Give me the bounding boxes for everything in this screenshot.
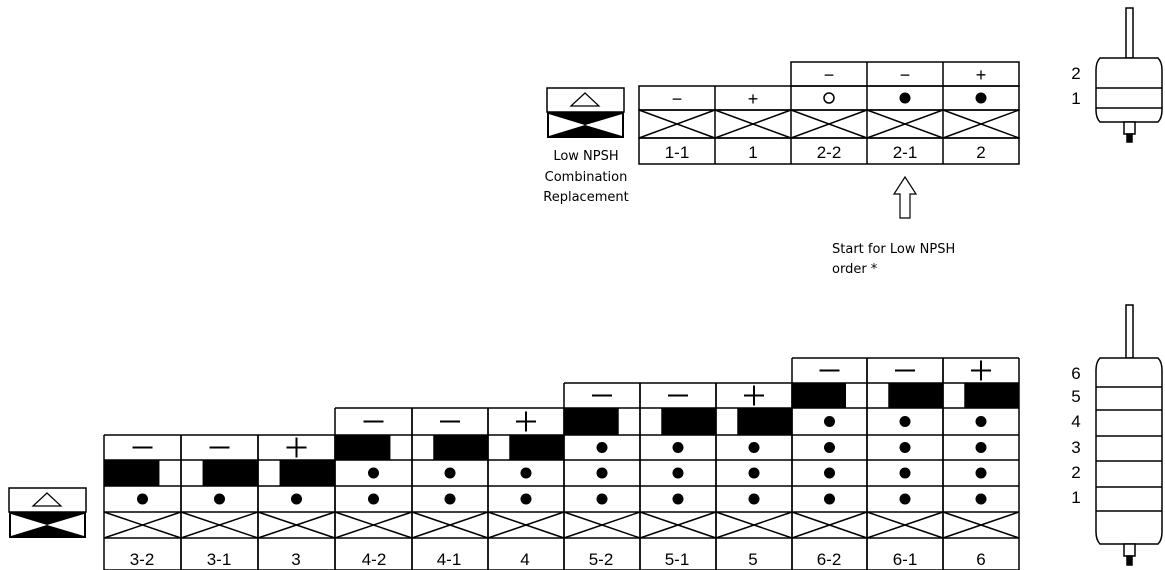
bottom-label-4: 4-2 [362, 550, 387, 569]
stage-dot [748, 467, 760, 479]
top-table [638, 61, 1020, 165]
pump-icon-top [1095, 7, 1163, 143]
black-bar [104, 460, 160, 486]
top-sign-col3: − [824, 65, 835, 85]
stage-dot [368, 467, 379, 479]
stage-dot [975, 493, 987, 505]
stage-dot [137, 493, 148, 505]
bottom-table [103, 357, 1020, 570]
stage-dot [899, 467, 911, 479]
top-stage-2: 2 [1071, 64, 1080, 83]
legend-caption-line-3: Replacement [543, 190, 628, 205]
top-label-col2: 1 [748, 143, 757, 162]
stage-dot [748, 493, 760, 505]
bottom-label-5: 4-1 [437, 550, 462, 569]
top-row1-col3-open-dot [823, 92, 835, 104]
bottom-stage-3: 3 [1071, 438, 1080, 457]
bottom-label-1: 3-2 [130, 550, 155, 569]
stage-dot [672, 442, 684, 453]
stage-dot [975, 442, 987, 453]
stage-dot [672, 493, 684, 505]
stage-dot [748, 442, 760, 453]
bottom-label-3: 3 [291, 550, 300, 569]
top-label-col1: 1-1 [665, 143, 690, 162]
stage-dot [899, 493, 911, 505]
bottom-stage-4: 4 [1071, 412, 1080, 431]
top-row1-col2-sign: + [748, 89, 759, 109]
bottom-label-7: 5-2 [589, 550, 614, 569]
black-bar [792, 383, 846, 408]
stage-dot [672, 467, 684, 479]
bottom-label-10: 6-2 [817, 550, 842, 569]
bottom-label-9: 5 [748, 550, 757, 569]
stage-dot [899, 442, 911, 453]
start-note-line-1: Start for Low NPSH [832, 242, 955, 257]
top-label-col3: 2-2 [817, 143, 842, 162]
bottom-labels: 3-2 3-1 3 4-2 4-1 4 5-2 5-1 5 6-2 6-1 6 [130, 550, 986, 569]
bottom-label-12: 6 [976, 550, 985, 569]
stage-dot [214, 493, 225, 505]
stage-dot [824, 442, 835, 453]
start-arrow-icon [892, 175, 918, 219]
stage-dot [368, 493, 379, 505]
stage-dot [444, 467, 456, 479]
top-label-col4: 2-1 [893, 143, 918, 162]
black-bar [202, 460, 258, 486]
bottom-stage-2: 2 [1071, 463, 1080, 482]
stage-dot [824, 493, 835, 505]
black-bar [509, 435, 564, 460]
top-row1-col4-dot [899, 92, 911, 104]
black-bar [964, 383, 1019, 408]
stage-dot [975, 416, 987, 427]
stage-dot [596, 467, 608, 479]
bottom-stage-5: 5 [1071, 387, 1080, 406]
black-bar [888, 383, 943, 408]
bottom-stage-6: 6 [1071, 364, 1080, 383]
top-stage-1: 1 [1071, 89, 1080, 108]
legend-caption-line-1: Low NPSH [553, 149, 618, 164]
legend-caption-line-2: Combination [545, 170, 628, 185]
top-row1-col1-sign: − [672, 89, 683, 109]
top-label-col5: 2 [976, 143, 985, 162]
black-bar [661, 408, 716, 435]
top-sign-col4: − [900, 65, 911, 85]
black-bar [737, 408, 792, 435]
bottom-label-8: 5-1 [665, 550, 690, 569]
bottom-label-11: 6-1 [893, 550, 918, 569]
stage-dot [899, 416, 911, 427]
stage-dot [444, 493, 456, 505]
start-note-line-2: order * [832, 262, 878, 277]
stage-dot [596, 442, 608, 453]
stage-dot [824, 416, 835, 427]
legend-icon-top [546, 87, 625, 138]
black-bar [564, 408, 619, 435]
pump-icon-bottom [1095, 304, 1163, 566]
bottom-stage-1: 1 [1071, 488, 1080, 507]
bottom-label-2: 3-1 [207, 550, 232, 569]
black-bar [433, 435, 488, 460]
legend-icon-bottom [8, 487, 87, 538]
stage-dot [975, 467, 987, 479]
top-row1-col5-dot [975, 92, 987, 104]
stage-dot [596, 493, 608, 505]
stage-dot [520, 493, 532, 505]
black-bar [335, 435, 391, 460]
stage-dot [520, 467, 532, 479]
black-bar [279, 460, 335, 486]
bottom-label-6: 4 [520, 550, 529, 569]
stage-dot [824, 467, 835, 479]
stage-dot [291, 493, 302, 505]
top-sign-col5: + [976, 65, 987, 85]
